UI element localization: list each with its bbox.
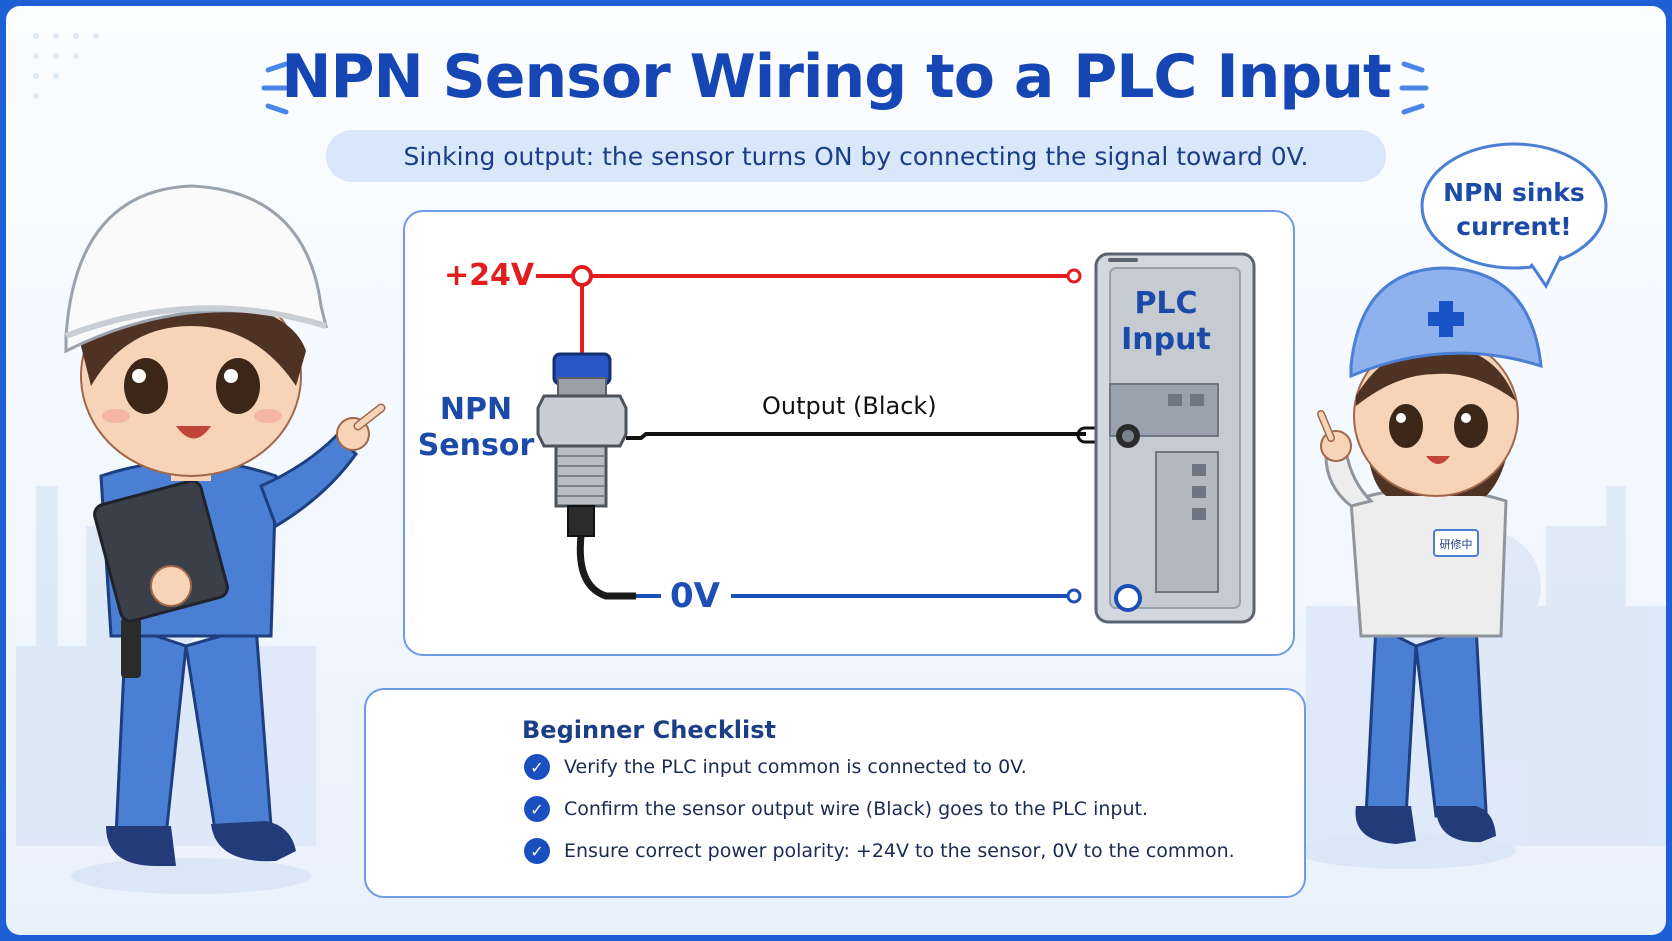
- positive-junction-node: [571, 265, 593, 287]
- speech-bubble: [1420, 142, 1608, 289]
- infographic-frame: NPN Sensor Wiring to a PLC Input Sinking…: [6, 6, 1666, 935]
- page-title: NPN Sensor Wiring to a PLC Input: [281, 42, 1391, 112]
- name-badge-text: 研修中: [1439, 538, 1473, 551]
- subtitle-text: Sinking output: the sensor turns ON by c…: [403, 141, 1309, 171]
- engineer-character-right: [1296, 266, 1543, 869]
- checklist-item-text: Verify the PLC input common is connected…: [564, 756, 1027, 778]
- checklist-title: Beginner Checklist: [522, 716, 776, 744]
- checklist-item-text: Confirm the sensor output wire (Black) g…: [564, 798, 1148, 820]
- sensor-label-line1: NPN: [439, 392, 513, 427]
- positive-terminal-node: [1066, 268, 1082, 284]
- speech-bubble-line1: NPN sinks: [1443, 178, 1585, 207]
- check-circle-icon: ✓: [524, 754, 550, 780]
- engineer-character-left: [64, 184, 386, 894]
- positive-supply-wire: [536, 274, 1071, 356]
- plc-module: [1094, 252, 1256, 624]
- checklist-item-text: Ensure correct power polarity: +24V to t…: [564, 840, 1235, 862]
- dot-pattern-decoration: [33, 33, 99, 99]
- checklist-item: ✓ Confirm the sensor output wire (Black)…: [524, 796, 1148, 822]
- checklist-panel: [364, 688, 1306, 898]
- output-wire-label: Output (Black): [762, 392, 937, 420]
- zero-volt-label: 0V: [666, 576, 724, 616]
- checklist-item: ✓ Ensure correct power polarity: +24V to…: [524, 838, 1235, 864]
- check-circle-icon: ✓: [524, 796, 550, 822]
- speech-bubble-line2: current!: [1456, 212, 1572, 241]
- background-illustrations: [16, 33, 1666, 894]
- sensor-label-line2: Sensor: [417, 428, 535, 463]
- check-circle-icon: ✓: [524, 838, 550, 864]
- output-signal-wire: [626, 432, 1086, 440]
- subtitle-banner: Sinking output: the sensor turns ON by c…: [326, 130, 1386, 182]
- title-sparkle-right: [1399, 61, 1429, 115]
- plc-label: PLC Input: [1106, 286, 1226, 358]
- title-sparkle-left: [261, 61, 291, 115]
- npn-sensor-body: [536, 352, 636, 600]
- plc-label-line2: Input: [1121, 322, 1211, 357]
- zero-volt-terminal-node: [1066, 588, 1082, 604]
- positive-supply-label: +24V: [444, 258, 535, 293]
- plc-label-line1: PLC: [1134, 286, 1198, 321]
- sensor-label: NPN Sensor: [406, 392, 546, 464]
- checklist-item: ✓ Verify the PLC input common is connect…: [524, 754, 1027, 780]
- speech-bubble-text: NPN sinks current!: [1419, 176, 1609, 244]
